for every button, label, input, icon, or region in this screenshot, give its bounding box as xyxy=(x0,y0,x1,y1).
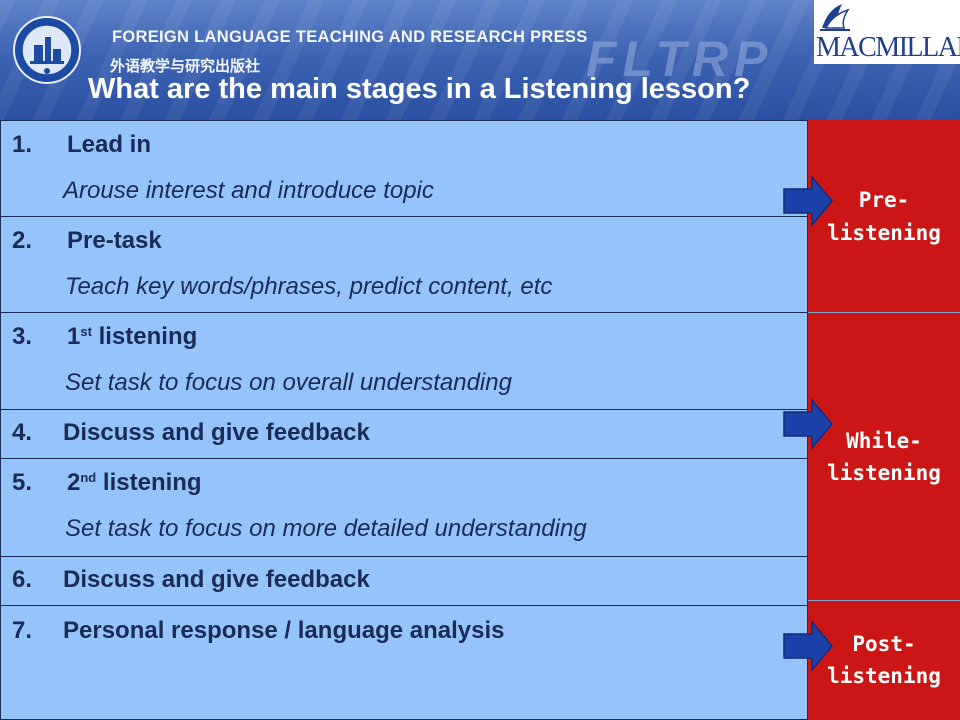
stage-title: 2nd listening xyxy=(67,469,202,497)
phase-label-line2: listening xyxy=(827,461,941,485)
phase-label-line1: Post- xyxy=(852,632,916,656)
stage-description: Arouse interest and introduce topic xyxy=(63,177,434,204)
stage-title: Lead in xyxy=(67,131,152,158)
stage-number: 5. xyxy=(12,469,33,496)
stage-title: Personal response / language analysis xyxy=(63,617,505,644)
stage-row: 6. Discuss and give feedback xyxy=(1,557,807,606)
phase-label-line1: Pre- xyxy=(858,188,910,212)
stage-description: Teach key words/phrases, predict content… xyxy=(65,273,553,300)
stage-number: 1. xyxy=(12,131,33,158)
header-background-pattern xyxy=(0,0,960,122)
stage-number: 3. xyxy=(12,323,33,350)
stages-table: 1. Lead in Arouse interest and introduce… xyxy=(0,120,808,720)
right-arrow-icon xyxy=(783,398,833,450)
stage-row: 1. Lead in Arouse interest and introduce… xyxy=(1,121,807,217)
fltrp-watermark: FLTRP xyxy=(586,31,774,87)
stage-row: 4. Discuss and give feedback xyxy=(1,410,807,459)
phase-label-line1: While- xyxy=(846,429,922,453)
stage-number: 2. xyxy=(12,227,33,254)
publisher-name-chinese: 外语教学与研究出版社 xyxy=(110,58,261,75)
ordinal-suffix: st xyxy=(80,324,92,339)
phase-while-listening: While- listening xyxy=(808,312,960,600)
macmillan-wordmark: MACMILLAN xyxy=(816,32,960,63)
stage-row: 2. Pre-task Teach key words/phrases, pre… xyxy=(1,217,807,313)
phase-pre-listening: Pre- listening xyxy=(808,120,960,312)
macmillan-sails-icon xyxy=(820,4,850,31)
right-arrow-icon xyxy=(783,175,833,227)
page-title: What are the main stages in a Listening … xyxy=(88,73,751,105)
slide-header: FOREIGN LANGUAGE TEACHING AND RESEARCH P… xyxy=(0,0,960,122)
macmillan-logo: MACMILLAN xyxy=(814,0,960,64)
ordinal-number: 2 xyxy=(67,469,81,496)
phase-label-line2: listening xyxy=(827,221,941,245)
stage-number: 7. xyxy=(12,617,33,644)
fltrp-seal-logo xyxy=(13,16,81,84)
phase-post-listening: Post- listening xyxy=(808,600,960,720)
stage-title-text: listening xyxy=(91,323,198,350)
stage-description: Set task to focus on overall understandi… xyxy=(65,369,512,396)
stage-row: 7. Personal response / language analysis xyxy=(1,606,807,719)
stage-number: 6. xyxy=(12,566,33,593)
phase-column: Pre- listening While- listening Post- li… xyxy=(808,120,960,720)
stage-title: Discuss and give feedback xyxy=(63,419,370,446)
stage-row: 3. 1st listening Set task to focus on ov… xyxy=(1,313,807,410)
ordinal-number: 1 xyxy=(67,323,81,350)
stage-title: 1st listening xyxy=(67,323,197,351)
stage-description: Set task to focus on more detailed under… xyxy=(65,515,587,542)
right-arrow-icon xyxy=(783,620,833,672)
ordinal-suffix: nd xyxy=(80,470,97,485)
publisher-name: FOREIGN LANGUAGE TEACHING AND RESEARCH P… xyxy=(112,28,588,46)
stage-number: 4. xyxy=(12,419,33,446)
stage-title-text: listening xyxy=(96,469,202,496)
stage-row: 5. 2nd listening Set task to focus on mo… xyxy=(1,459,807,557)
stage-title: Pre-task xyxy=(67,227,162,254)
stage-title: Discuss and give feedback xyxy=(63,566,370,593)
phase-label-line2: listening xyxy=(827,664,941,688)
